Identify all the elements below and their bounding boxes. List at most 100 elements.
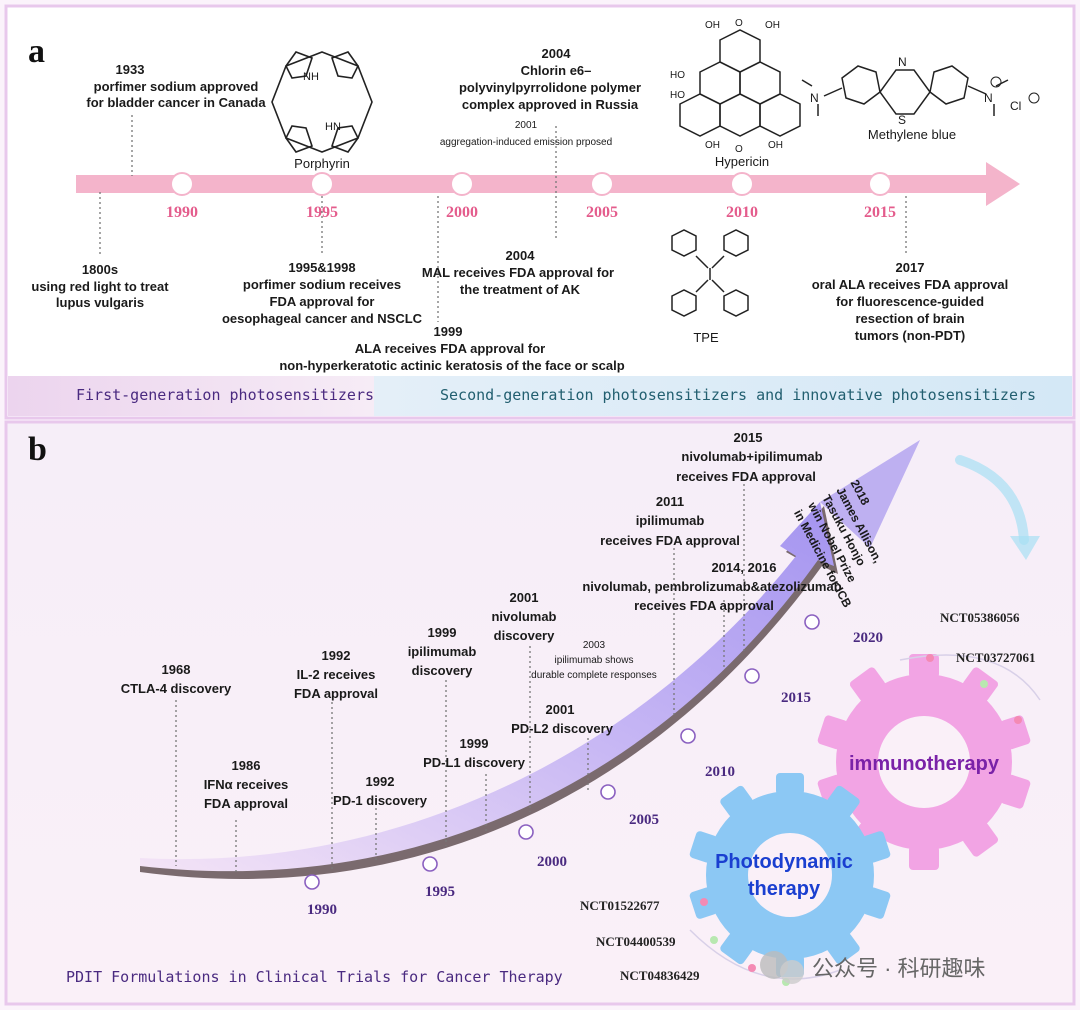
event-1995-1998: 1995&1998 porfimer sodium receives FDA a… [222,260,423,326]
svg-text:polyvinylpyrrolidone polymer: polyvinylpyrrolidone polymer [459,80,641,95]
methylene-blue-charges [990,76,1040,104]
connectors-b [175,484,745,872]
event-2014-2016: 2014, 2016 nivolumab, pembrolizumab&atez… [582,560,841,613]
trial-nct01522677: NCT01522677 [580,898,660,913]
svg-text:IFNα receives: IFNα receives [204,777,289,792]
timeline-a-year-2010: 2010 [726,204,758,221]
svg-text:2015: 2015 [734,430,763,445]
gear-tooth [827,785,860,817]
timeline-a-node-1990 [170,172,194,196]
svg-text:OH: OH [705,20,720,31]
trial-nct04400539: NCT04400539 [596,934,676,949]
svg-text:2017: 2017 [896,260,925,275]
methylene-blue-label: Methylene blue [868,127,956,142]
timeline-a-year-1990: 1990 [166,204,198,221]
timeline-b-node-2005 [600,784,616,800]
trial-arcs [689,654,1041,980]
svg-text:S: S [898,113,906,127]
svg-text:OH: OH [768,140,783,151]
gear-tooth [962,822,999,857]
porphyrin-nh-1: NH [303,71,319,83]
curved-arrow [140,440,920,879]
gear-tooth [689,831,718,863]
gear-tooth [1000,715,1031,750]
svg-text:using red light to treat: using red light to treat [31,279,169,294]
gear-tooth [720,933,753,965]
svg-text:2001: 2001 [515,120,538,131]
svg-text:porfimer sodium receives: porfimer sodium receives [243,277,401,292]
timeline-a-year-2015: 2015 [864,204,896,221]
timeline-b-year-2000: 2000 [537,854,567,870]
event-2001-nivolumab: 2001 nivolumab discovery [491,590,556,643]
svg-text:lupus vulgaris: lupus vulgaris [56,295,144,310]
svg-text:FDA approval for: FDA approval for [270,294,375,309]
svg-text:PD-L1 discovery: PD-L1 discovery [423,755,526,770]
timeline-a-year-2000: 2000 [446,204,478,221]
svg-text:complex approved in Russia: complex approved in Russia [462,97,639,112]
svg-text:2004: 2004 [542,46,572,61]
svg-text:nivolumab, pembrolizumab&atezo: nivolumab, pembrolizumab&atezolizumab [582,579,841,594]
svg-text:porfimer sodium approved: porfimer sodium approved [94,79,259,94]
gear-tooth [1000,774,1031,809]
svg-text:1999: 1999 [428,625,457,640]
timeline-b-year-2010: 2010 [705,764,735,780]
gear-tooth [817,715,848,750]
svg-text:FDA approval: FDA approval [204,796,288,811]
svg-text:HO: HO [670,70,685,81]
svg-text:2003: 2003 [583,640,606,651]
svg-text:for fluorescence-guided: for fluorescence-guided [836,294,984,309]
porphyrin-structure [271,51,373,153]
second-generation-label: Second-generation photosensitizers and i… [440,386,1036,404]
svg-text:IL-2 receives: IL-2 receives [297,667,376,682]
panel-b-footer: PDIT Formulations in Clinical Trials for… [66,968,563,986]
svg-text:1995&1998: 1995&1998 [288,260,355,275]
panel-a-letter: a [28,33,45,70]
immunotherapy-label: immunotherapy [849,753,1000,775]
trial-nct03727061: NCT03727061 [956,650,1035,665]
svg-text:1992: 1992 [366,774,395,789]
porphyrin-label: Porphyrin [294,156,350,171]
timeline-b-node-2015 [744,668,760,684]
svg-text:ipilimumab: ipilimumab [636,513,705,528]
timeline-a-node-2010 [730,172,754,196]
svg-text:the treatment of AK: the treatment of AK [460,282,581,297]
trial-ids: NCT05386056 NCT03727061 NCT01522677 NCT0… [580,610,1035,983]
svg-text:2004: 2004 [506,248,536,263]
svg-text:2001: 2001 [510,590,539,605]
tpe-label: TPE [693,330,719,345]
svg-text:CTLA-4 discovery: CTLA-4 discovery [121,681,232,696]
gear-tooth [849,667,886,702]
svg-text:nivolumab+ipilimumab: nivolumab+ipilimumab [681,449,822,464]
nobel-2018: 2018 James Allison, Tasuku Honjo win Nob… [791,477,885,610]
photodynamic-gear [689,773,891,977]
watermark: 公众号 · 科研趣味 [760,951,986,984]
timeline-b-year-1990: 1990 [307,902,337,918]
svg-text:ipilimumab: ipilimumab [408,644,477,659]
timeline-b-node-2000 [518,824,534,840]
event-1968: 1968 CTLA-4 discovery [121,662,232,696]
timeline-b-year-1995: 1995 [425,884,455,900]
timeline-b-year-2020: 2020 [853,630,883,646]
first-generation-label: First-generation photosensitizers [76,386,374,404]
event-2001-aie: 2001 aggregation-induced emission prpose… [440,120,612,148]
first-generation-band [8,376,374,416]
svg-text:receives FDA approval: receives FDA approval [634,598,774,613]
decor-arc [955,455,1029,545]
timeline-a-node-1995 [310,172,334,196]
svg-text:oesophageal cancer and NSCLC: oesophageal cancer and NSCLC [222,311,423,326]
svg-text:1999: 1999 [460,736,489,751]
gear-tooth [720,785,753,817]
event-1986: 1986 IFNα receives FDA approval [204,758,289,811]
methylene-blue-structure [801,65,1009,116]
timeline-b-node-2010 [680,728,696,744]
svg-text:MAL receives FDA approval for: MAL receives FDA approval for [422,265,614,280]
svg-text:2011: 2011 [656,494,684,509]
timeline-a-node-2005 [590,172,614,196]
svg-text:1968: 1968 [162,662,191,677]
watermark-text: 公众号 · 科研趣味 [812,956,986,981]
svg-text:ALA receives FDA approval for: ALA receives FDA approval for [355,341,545,356]
panel-a-frame [4,4,1076,420]
svg-text:for bladder cancer in Canada: for bladder cancer in Canada [86,95,266,110]
event-1800s: 1800s using red light to treat lupus vul… [31,262,169,310]
svg-text:N: N [810,91,819,105]
